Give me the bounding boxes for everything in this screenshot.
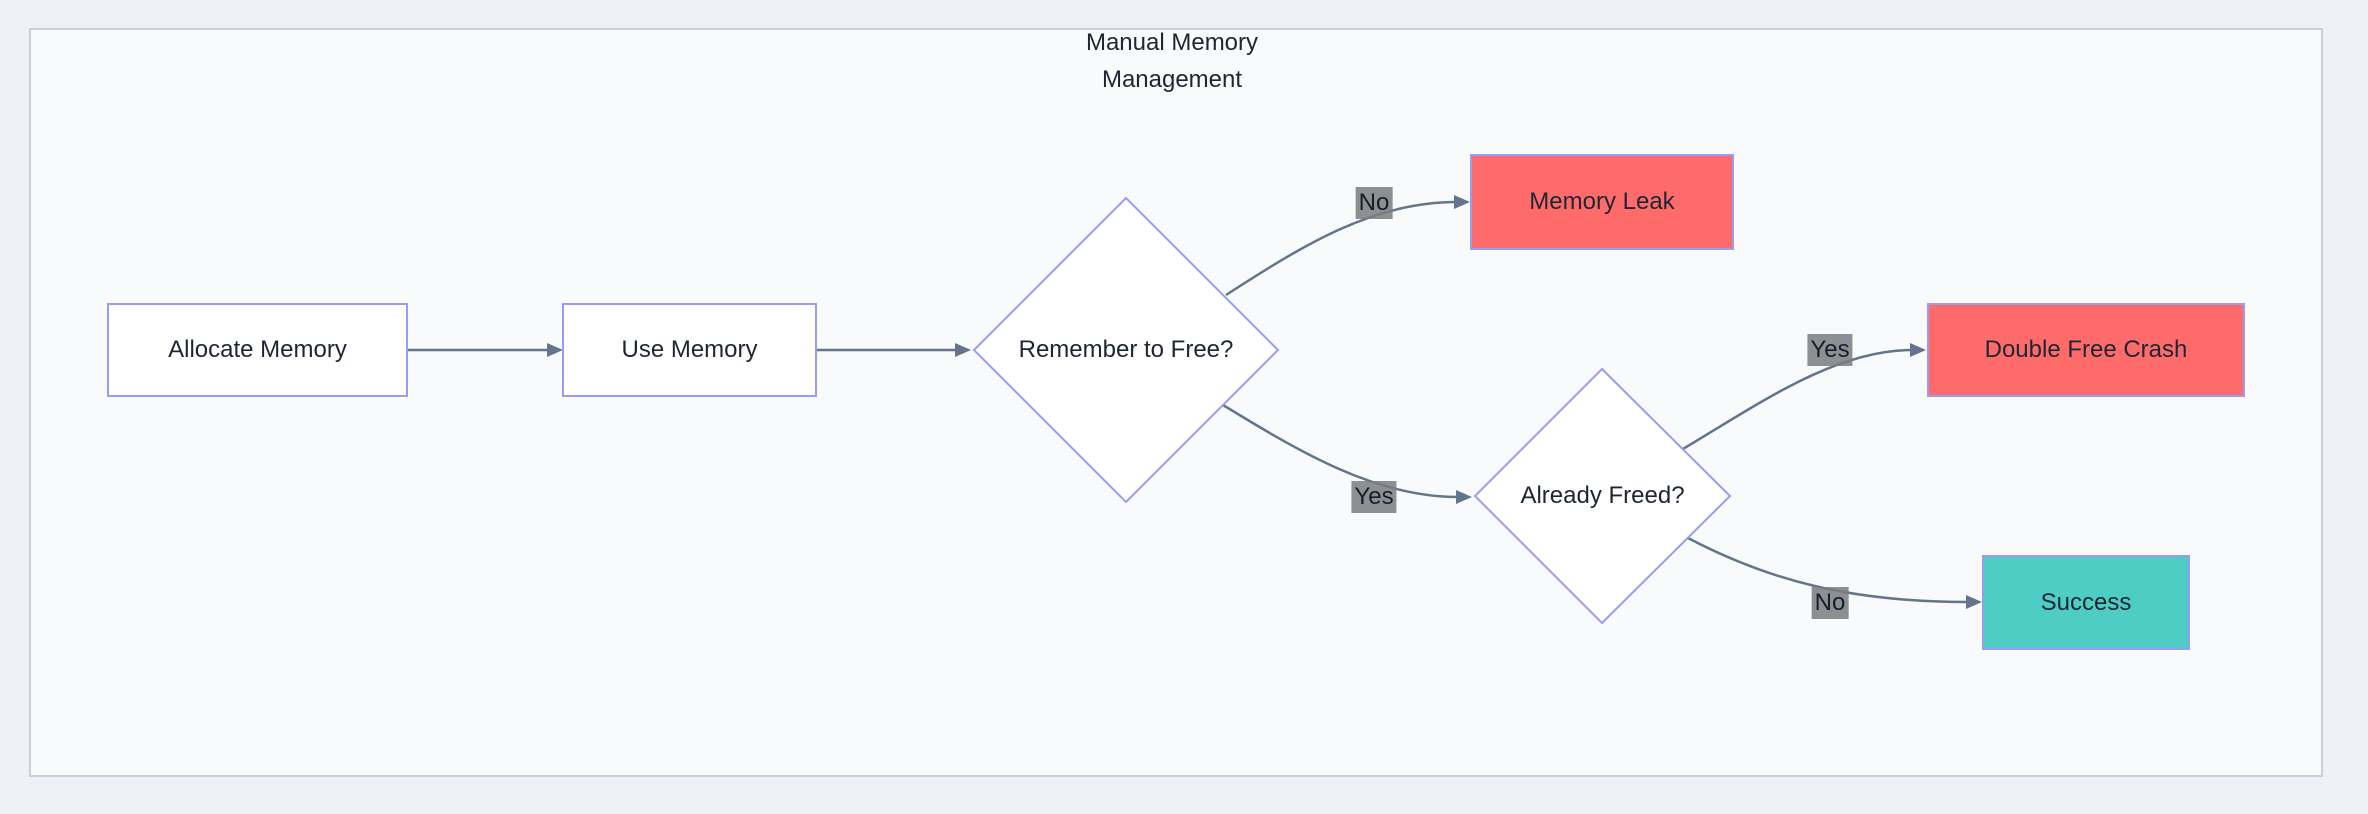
diagram-title-line1: Manual Memory	[1085, 29, 1259, 56]
node-double-free-crash-label: Double Free Crash	[1984, 336, 2188, 363]
node-memory-leak-label: Memory Leak	[1529, 188, 1675, 215]
node-use-memory-label: Use Memory	[621, 336, 758, 363]
node-memory-leak: Memory Leak	[1470, 154, 1734, 250]
node-success: Success	[1982, 555, 2190, 650]
edge-freed-to-success	[1687, 536, 1982, 609]
edge-label-no-leak: No	[1355, 187, 1393, 219]
edge-remember-to-leak	[1225, 195, 1470, 297]
decision-remember-to-free-shape	[972, 196, 1280, 504]
node-double-free-crash: Double Free Crash	[1927, 303, 2245, 397]
node-use-memory: Use Memory	[562, 303, 817, 397]
node-allocate-memory: Allocate Memory	[107, 303, 408, 397]
edge-label-no-success: No	[1811, 587, 1849, 619]
edge-label-yes-freed: Yes	[1351, 481, 1397, 513]
node-remember-to-free-label: Remember to Free?	[1018, 336, 1234, 363]
diagram-title-line2: Management	[1101, 66, 1243, 93]
diagram-title: Manual Memory Management	[1086, 24, 1258, 98]
edge-freed-to-crash	[1682, 343, 1926, 451]
node-allocate-memory-label: Allocate Memory	[168, 336, 347, 363]
node-already-freed-label: Already Freed?	[1520, 482, 1685, 509]
edge-label-yes-crash: Yes	[1807, 334, 1853, 366]
edge-remember-to-freed	[1222, 403, 1472, 504]
decision-already-freed-shape	[1473, 367, 1732, 625]
node-success-label: Success	[2040, 588, 2132, 616]
